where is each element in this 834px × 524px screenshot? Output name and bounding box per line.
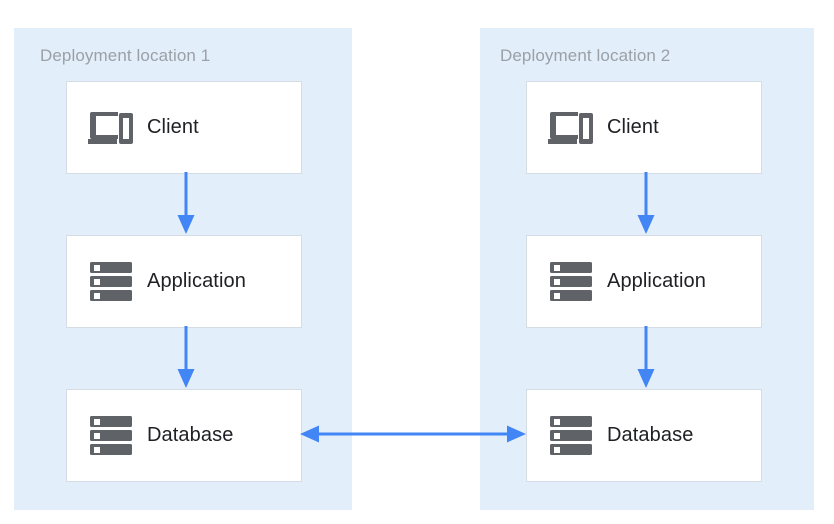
devices-icon xyxy=(85,106,137,150)
server-icon xyxy=(545,414,597,458)
devices-icon xyxy=(545,106,597,150)
node-client-1[interactable]: Client xyxy=(66,81,302,174)
node-client-1-label: Client xyxy=(147,116,199,138)
server-icon xyxy=(85,414,137,458)
server-icon xyxy=(85,260,137,304)
arrow-client-2-to-application-2 xyxy=(637,172,655,234)
arrow-application-2-to-database-2 xyxy=(637,326,655,388)
server-icon xyxy=(545,260,597,304)
node-database-1-label: Database xyxy=(147,424,234,446)
arrow-database-1-to-database-2-bidirectional xyxy=(300,425,526,443)
node-application-2-label: Application xyxy=(607,270,706,292)
node-database-2[interactable]: Database xyxy=(526,389,762,482)
node-database-1[interactable]: Database xyxy=(66,389,302,482)
node-application-1[interactable]: Application xyxy=(66,235,302,328)
node-database-2-label: Database xyxy=(607,424,694,446)
node-application-1-label: Application xyxy=(147,270,246,292)
arrow-client-1-to-application-1 xyxy=(177,172,195,234)
node-client-2-label: Client xyxy=(607,116,659,138)
zone-1-title: Deployment location 1 xyxy=(40,46,211,65)
arrow-application-1-to-database-1 xyxy=(177,326,195,388)
node-client-2[interactable]: Client xyxy=(526,81,762,174)
zone-2-title: Deployment location 2 xyxy=(500,46,671,65)
node-application-2[interactable]: Application xyxy=(526,235,762,328)
